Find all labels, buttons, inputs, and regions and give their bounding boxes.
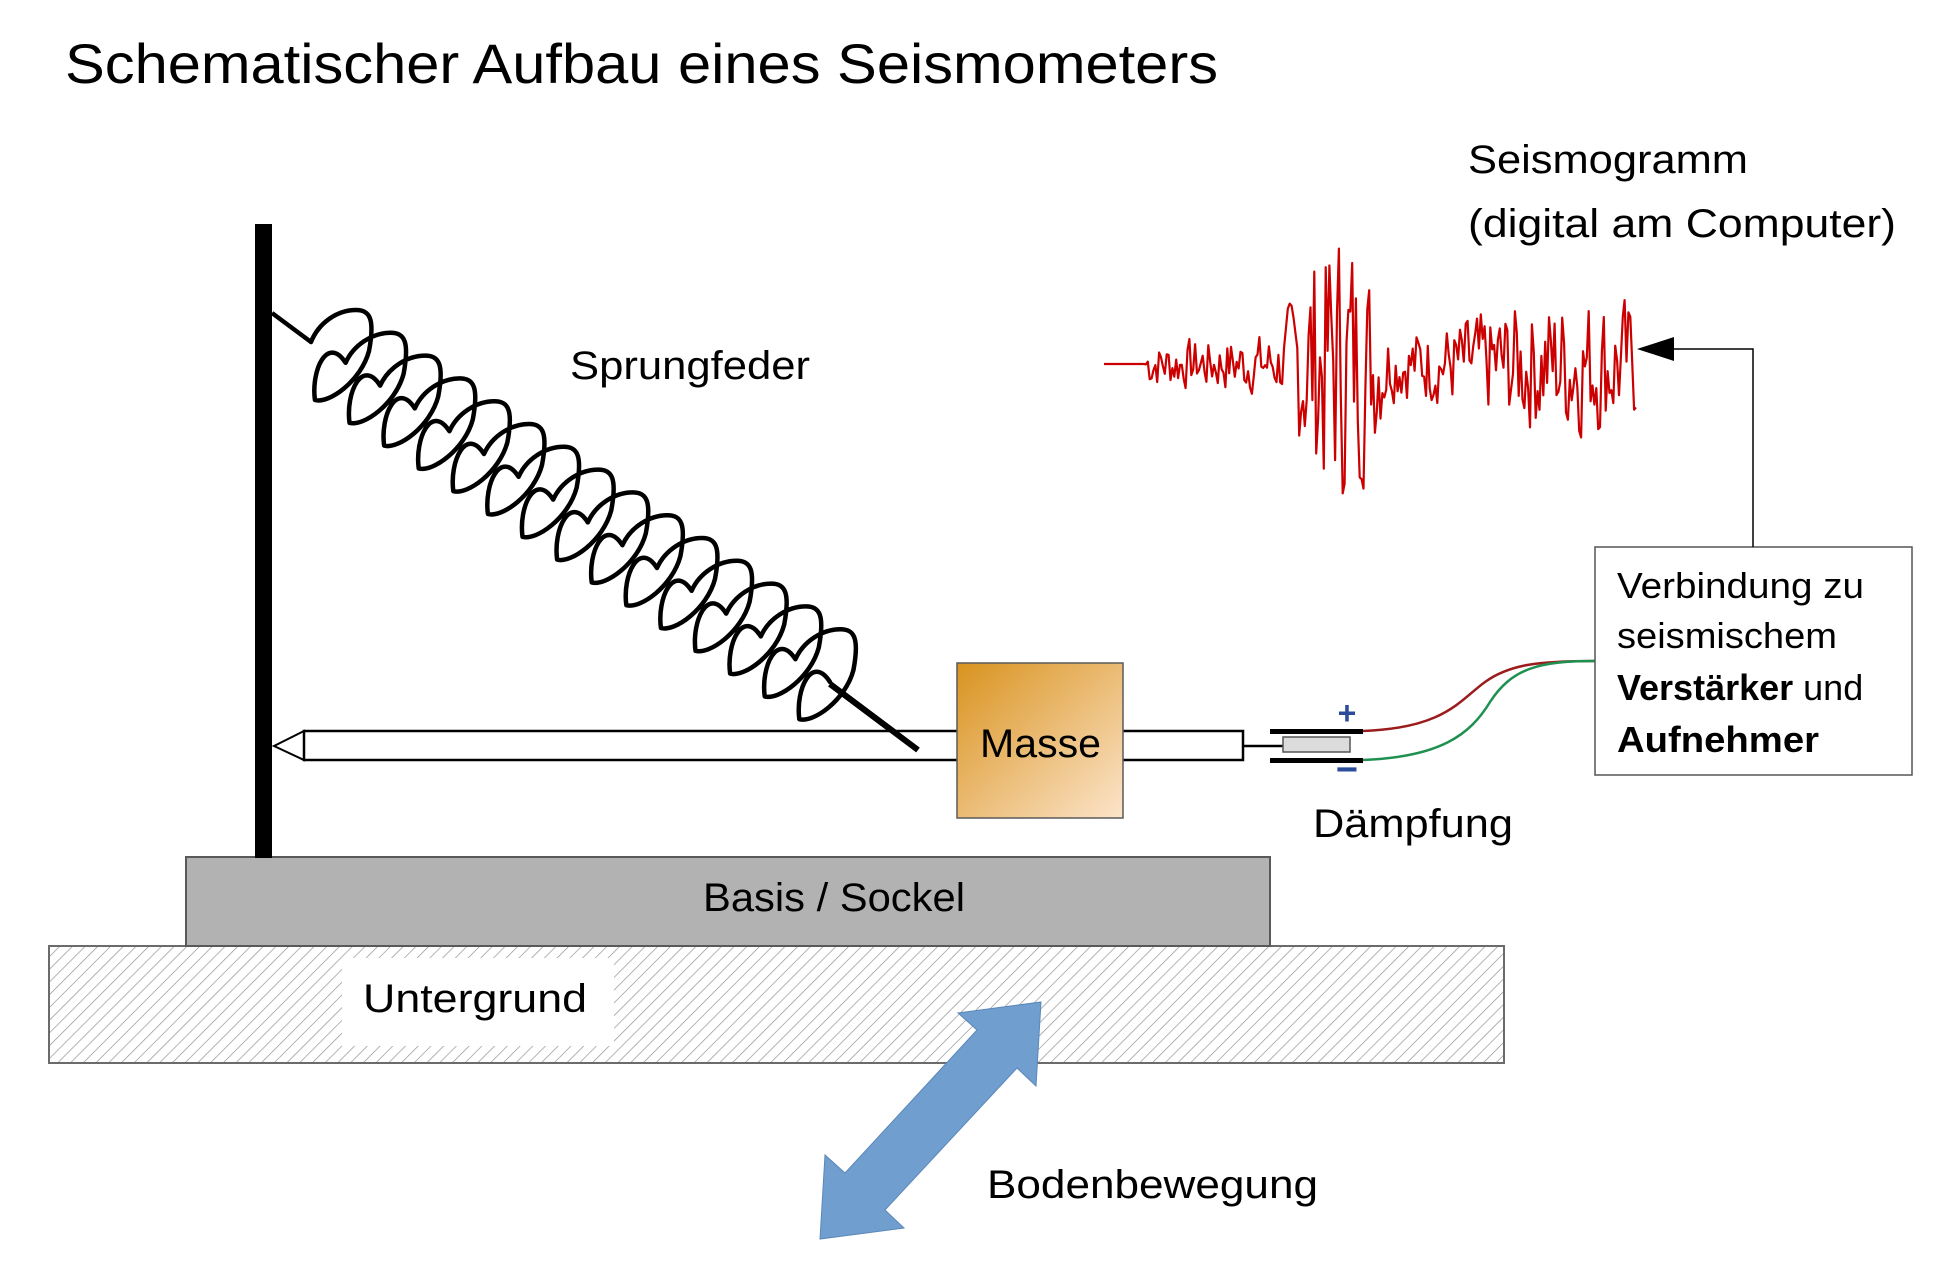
negative-wire: [1362, 659, 1596, 762]
seismogram-title: Seismogramm: [1468, 138, 1748, 182]
ground-hatched-rect: [48, 945, 1505, 1064]
minus-sign: −: [1336, 749, 1358, 791]
ground-label-background: [342, 958, 614, 1046]
connection-box-and: und: [1793, 667, 1863, 708]
spring-top-attachment: [270, 311, 313, 344]
base-label: Basis / Sockel: [703, 876, 965, 920]
ground-motion-label: Bodenbewegung: [987, 1163, 1318, 1207]
mass-block: Masse: [956, 662, 1124, 819]
damper-bottom-plate: [1270, 758, 1363, 763]
damper: + −: [1243, 695, 1363, 791]
connection-box-line-3: Verstärker und: [1617, 667, 1863, 708]
spring-label: Sprungfeder: [570, 344, 810, 388]
amplifier-connection-box: Verbindung zu seismischem Verstärker und…: [1594, 546, 1913, 776]
base-rect: [185, 856, 1271, 947]
ground-label: Untergrund: [363, 977, 587, 1021]
signal-arrow-icon: [1637, 337, 1674, 361]
amplifier-term: Verstärker: [1617, 667, 1793, 708]
damper-top-plate: [1270, 729, 1363, 734]
ground-block: Untergrund: [48, 945, 1505, 1064]
mass-rect: [956, 662, 1124, 819]
seismogram-trace: [1104, 247, 1637, 495]
frame-pole: [255, 224, 272, 858]
spring-hook-line: [828, 681, 920, 753]
signal-line: [1674, 348, 1754, 547]
page-title: Schematischer Aufbau eines Seismometers: [65, 32, 1218, 95]
ground-motion-arrow-icon: [819, 1001, 1042, 1240]
signal-connector: [1637, 337, 1754, 547]
connection-box-line-2: seismischem: [1617, 615, 1837, 656]
connection-box-line-4: Aufnehmer: [1617, 719, 1819, 760]
damper-piston: [1282, 736, 1351, 753]
mass-label: Masse: [980, 722, 1101, 766]
stylus-tip: [271, 729, 305, 762]
base-block: Basis / Sockel: [185, 856, 1271, 947]
connection-box-line-1: Verbindung zu: [1617, 565, 1864, 606]
seismogram-subtitle: (digital am Computer): [1468, 202, 1896, 246]
positive-wire: [1362, 659, 1596, 733]
damping-label: Dämpfung: [1313, 802, 1513, 846]
spring-coil: [308, 307, 859, 722]
plus-sign: +: [1338, 695, 1357, 731]
